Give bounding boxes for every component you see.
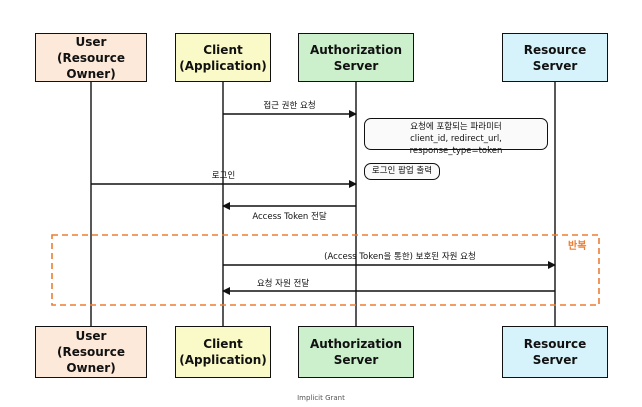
participant-client-name: Client: [203, 337, 243, 351]
message-label-protected-resource-request: (Access Token을 통한) 보호된 자원 요청: [324, 252, 476, 262]
loop-label: 반복: [568, 241, 587, 252]
participant-user-role: (Resource Owner): [57, 345, 125, 375]
participant-client-bottom: Client (Application): [175, 326, 271, 378]
participant-client-top: Client (Application): [175, 33, 271, 82]
participant-resource-server-top: Resource Server: [502, 33, 608, 82]
participant-user-top: User (Resource Owner): [35, 33, 147, 82]
participant-user-name: User: [75, 329, 107, 343]
participant-resource-server-name: Resource Server: [523, 337, 587, 367]
participant-authorization-server-top: Authorization Server: [298, 33, 414, 82]
figure-caption: Implicit Grant: [297, 394, 345, 402]
participant-authorization-server-name: Authorization Server: [309, 337, 403, 367]
message-label-access-request: 접근 권한 요청: [263, 101, 316, 111]
participant-client-role: (Application): [179, 353, 267, 367]
parameters-note-title: 요청에 포함되는 파라미터: [410, 122, 502, 132]
participant-resource-server-name: Resource Server: [523, 42, 587, 73]
participant-user-bottom: User (Resource Owner): [35, 326, 147, 378]
message-label-resource-delivery: 요청 자원 전달: [256, 279, 310, 289]
participant-user-name: User: [75, 34, 107, 49]
participant-resource-server-bottom: Resource Server: [502, 326, 608, 378]
parameters-note-body: client_id, redirect_url, response_type=t…: [409, 134, 503, 156]
login-popup-note: 로그인 팝업 출력: [364, 163, 440, 180]
participant-client-name: Client: [203, 42, 243, 57]
parameters-note: 요청에 포함되는 파라미터 client_id, redirect_url, r…: [364, 118, 548, 156]
message-label-login: 로그인: [211, 171, 236, 181]
loop-frame: [51, 234, 600, 306]
login-popup-note-text: 로그인 팝업 출력: [371, 166, 433, 176]
message-label-access-token: Access Token 전달: [252, 212, 327, 222]
participant-client-role: (Application): [179, 58, 267, 73]
participant-user-role: (Resource Owner): [57, 50, 125, 81]
participant-authorization-server-name: Authorization Server: [309, 42, 403, 73]
participant-authorization-server-bottom: Authorization Server: [298, 326, 414, 378]
